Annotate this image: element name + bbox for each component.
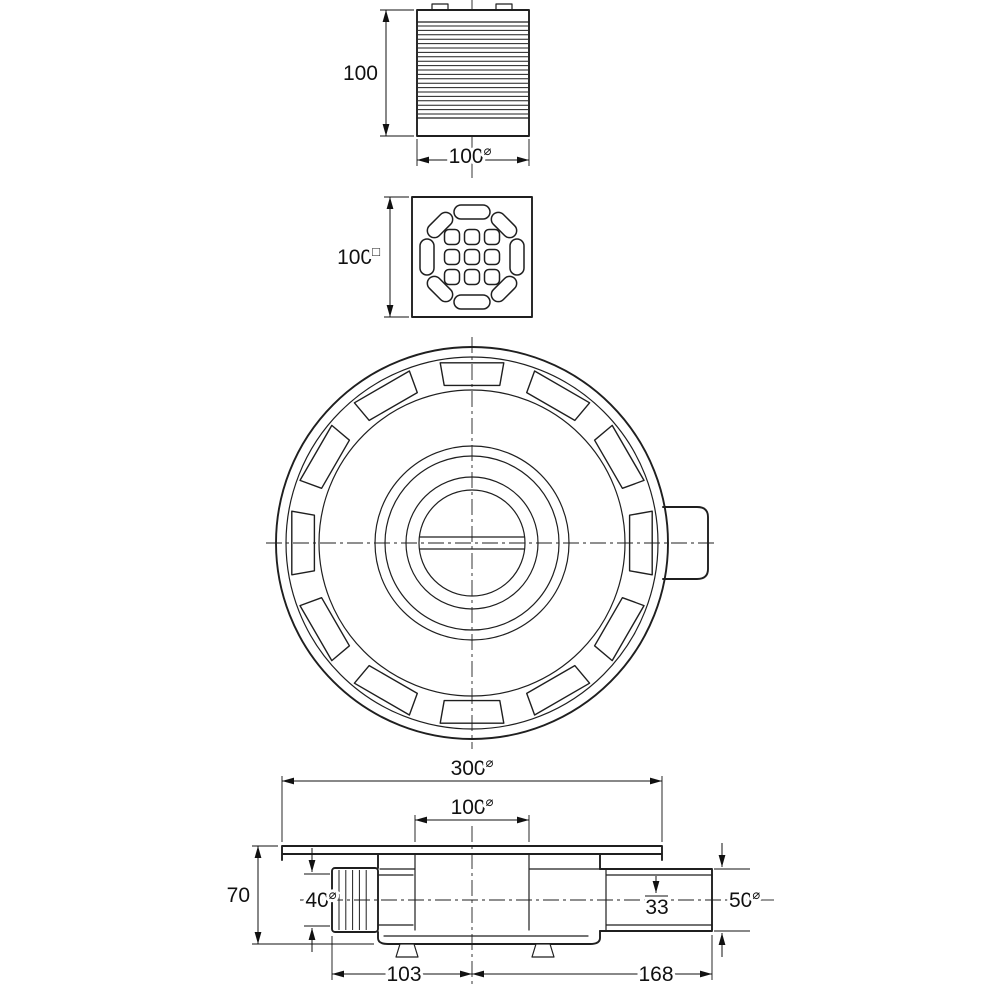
extension-side-view: 100 100⌀ (340, 0, 530, 182)
inlet-diameter-extension-lines (304, 873, 330, 927)
dim-label-extension-height: 100 (343, 62, 378, 85)
rim-slot (526, 664, 591, 716)
dim-label-inlet-diameter: 40⌀ (305, 887, 336, 912)
rim-slot (439, 699, 505, 724)
dim-value: 100 (451, 796, 486, 819)
rim-slot (526, 370, 591, 422)
dim-label-length-left: 103 (386, 963, 421, 986)
square-symbol: □ (372, 244, 380, 259)
grate-corner-slot-top-right (490, 211, 518, 239)
grate-top-view: 100□ (334, 196, 533, 318)
outlet-diameter-extension-lines (714, 868, 750, 932)
rim-slot (593, 424, 645, 489)
dim-value: 100 (337, 246, 372, 269)
dim-label-body-height: 70 (227, 884, 250, 907)
grate-edge-slot-top (453, 204, 491, 220)
grate-center-slot (443, 268, 461, 286)
rim-slot (353, 370, 418, 422)
extension-body-outline (416, 9, 530, 137)
cross-section-view: 300⌀ 100⌀ 70 40⌀ 33 50⌀ 103 168 (224, 752, 774, 989)
grate-center-slot (443, 228, 461, 246)
grate-center-slots (443, 228, 501, 286)
extension-rim-and-band-lines (416, 21, 530, 119)
dim-label-length-right: 168 (638, 963, 673, 986)
grate-center-slot (483, 248, 501, 266)
riser-and-chamber-lines (377, 853, 601, 931)
rim-slot (628, 510, 653, 576)
rim-slot (593, 597, 645, 662)
dim-value: 40 (305, 889, 328, 912)
dim-label-flange-diameter: 300⌀ (451, 755, 494, 780)
extension-thread-lines (418, 25, 528, 115)
grate-center-slot (483, 228, 501, 246)
dim-label-outlet-diameter: 50⌀ (729, 887, 760, 912)
grate-center-slot (463, 228, 481, 246)
rim-slot (299, 597, 351, 662)
diameter-symbol: ⌀ (486, 794, 494, 809)
dim-label-grate-size: 100□ (337, 244, 380, 269)
diameter-symbol: ⌀ (752, 887, 760, 902)
dim-label-outlet-offset: 33 (645, 896, 668, 919)
diameter-symbol: ⌀ (486, 755, 494, 770)
grate-corner-slot-top-left (426, 211, 454, 239)
grate-center-slot (463, 268, 481, 286)
extension-height-extension-lines (380, 9, 414, 137)
grate-corner-slot-bottom-left (426, 275, 454, 303)
trap-body-outline (377, 853, 601, 945)
rim-slot-ring (291, 362, 653, 724)
dim-value: 100 (449, 145, 484, 168)
dim-value: 50 (729, 889, 752, 912)
dim-label-riser-diameter: 100⌀ (451, 794, 494, 819)
bottom-clips (395, 943, 555, 958)
rim-slot (353, 664, 418, 716)
drain-body-top-view (266, 337, 716, 749)
grate-edge-slot-left (419, 238, 435, 276)
rim-slot (299, 424, 351, 489)
grate-center-slot (483, 268, 501, 286)
grate-corner-slot-bottom-right (490, 275, 518, 303)
grate-slot-pattern (419, 204, 525, 310)
extension-top-lugs (431, 3, 513, 11)
diameter-symbol: ⌀ (484, 143, 492, 158)
flange-diameter-extension-lines (281, 776, 663, 842)
dim-label-extension-diameter: 100⌀ (449, 143, 492, 168)
dim-value: 300 (451, 757, 486, 780)
diameter-symbol: ⌀ (329, 887, 337, 902)
grate-edge-slot-right (509, 238, 525, 276)
grate-edge-slot-bottom (453, 294, 491, 310)
grate-center-slot (463, 248, 481, 266)
grate-center-slot (443, 248, 461, 266)
grate-size-extension-lines (384, 196, 409, 318)
